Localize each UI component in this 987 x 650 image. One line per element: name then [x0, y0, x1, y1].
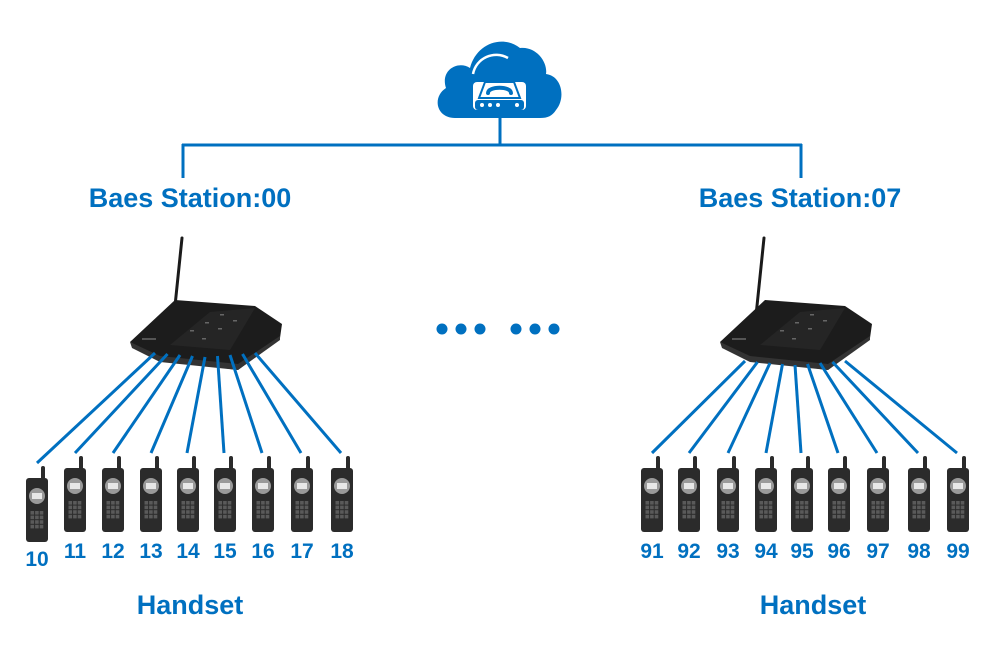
handset-icon [214, 456, 236, 532]
handset-link-line [73, 352, 169, 455]
handset-link-line [726, 362, 772, 454]
handset-link-line [764, 363, 784, 454]
station-label: Baes Station:00 [88, 183, 292, 213]
handset-link-line [818, 362, 879, 454]
uplink-lines [181, 118, 803, 178]
handset-icon [102, 456, 124, 532]
handset-icon [717, 456, 739, 532]
handset-icon [867, 456, 889, 532]
handset-link-line [650, 359, 747, 455]
ellipsis-dot [455, 323, 467, 335]
handset-icon [140, 456, 162, 532]
handset-number: 11 [63, 540, 87, 563]
handset-number: 98 [907, 540, 931, 563]
handset-link-line [241, 353, 303, 454]
ellipsis-dot [474, 323, 486, 335]
handset-link-line [793, 364, 803, 454]
ellipsis-dot [529, 323, 541, 335]
handset-number: 16 [251, 540, 275, 563]
handset-icon [291, 456, 313, 532]
handset-icon [791, 456, 813, 532]
ellipsis-dot [510, 323, 522, 335]
handset-link-line [844, 359, 958, 455]
handset-link-line [831, 360, 920, 455]
handset-number: 15 [213, 540, 237, 563]
handset-number: 14 [176, 540, 200, 563]
handset-number: 94 [754, 540, 778, 563]
base-station-router-icon [720, 236, 872, 370]
handset-icon [828, 456, 850, 532]
handset-number: 10 [25, 548, 49, 571]
handset-link-line [185, 356, 207, 454]
handset-number: 91 [640, 540, 664, 563]
handset-icon [678, 456, 700, 532]
handset-icon [331, 456, 353, 532]
handset-number: 93 [716, 540, 740, 563]
ellipsis-dot [548, 323, 560, 335]
base-station-group [26, 236, 353, 542]
handset-number: 92 [677, 540, 701, 563]
handset-icon [947, 456, 969, 532]
handset-link-line [687, 361, 759, 454]
handset-icon [908, 456, 930, 532]
handset-number: 17 [290, 540, 314, 563]
handset-link-line [228, 354, 264, 454]
base-station-router-icon [130, 236, 282, 370]
handset-number: 96 [827, 540, 851, 563]
handset-icon [641, 456, 663, 532]
handset-icon [252, 456, 274, 532]
handset-link-line [111, 354, 182, 454]
base-station-group [641, 236, 969, 532]
ellipsis-dots [436, 323, 560, 335]
handset-icon [177, 456, 199, 532]
handset-link-line [149, 355, 194, 454]
handset-number: 99 [946, 540, 970, 563]
handset-number: 12 [101, 540, 125, 563]
handset-link-line [253, 352, 343, 454]
handset-link-line [216, 355, 226, 454]
handset-link-line [806, 363, 840, 454]
handset-number: 97 [866, 540, 890, 563]
handset-number: 95 [790, 540, 814, 563]
cloud-phone-icon [437, 41, 562, 118]
handset-group-label: Handset [136, 590, 244, 620]
handset-number: 13 [139, 540, 163, 563]
handset-icon [64, 456, 86, 532]
handset-icon [26, 466, 48, 542]
station-label: Baes Station:07 [698, 183, 902, 213]
handset-icon [755, 456, 777, 532]
ellipsis-dot [436, 323, 448, 335]
handset-number: 18 [330, 540, 354, 563]
handset-group-label: Handset [759, 590, 867, 620]
handset-link-line [35, 351, 157, 465]
